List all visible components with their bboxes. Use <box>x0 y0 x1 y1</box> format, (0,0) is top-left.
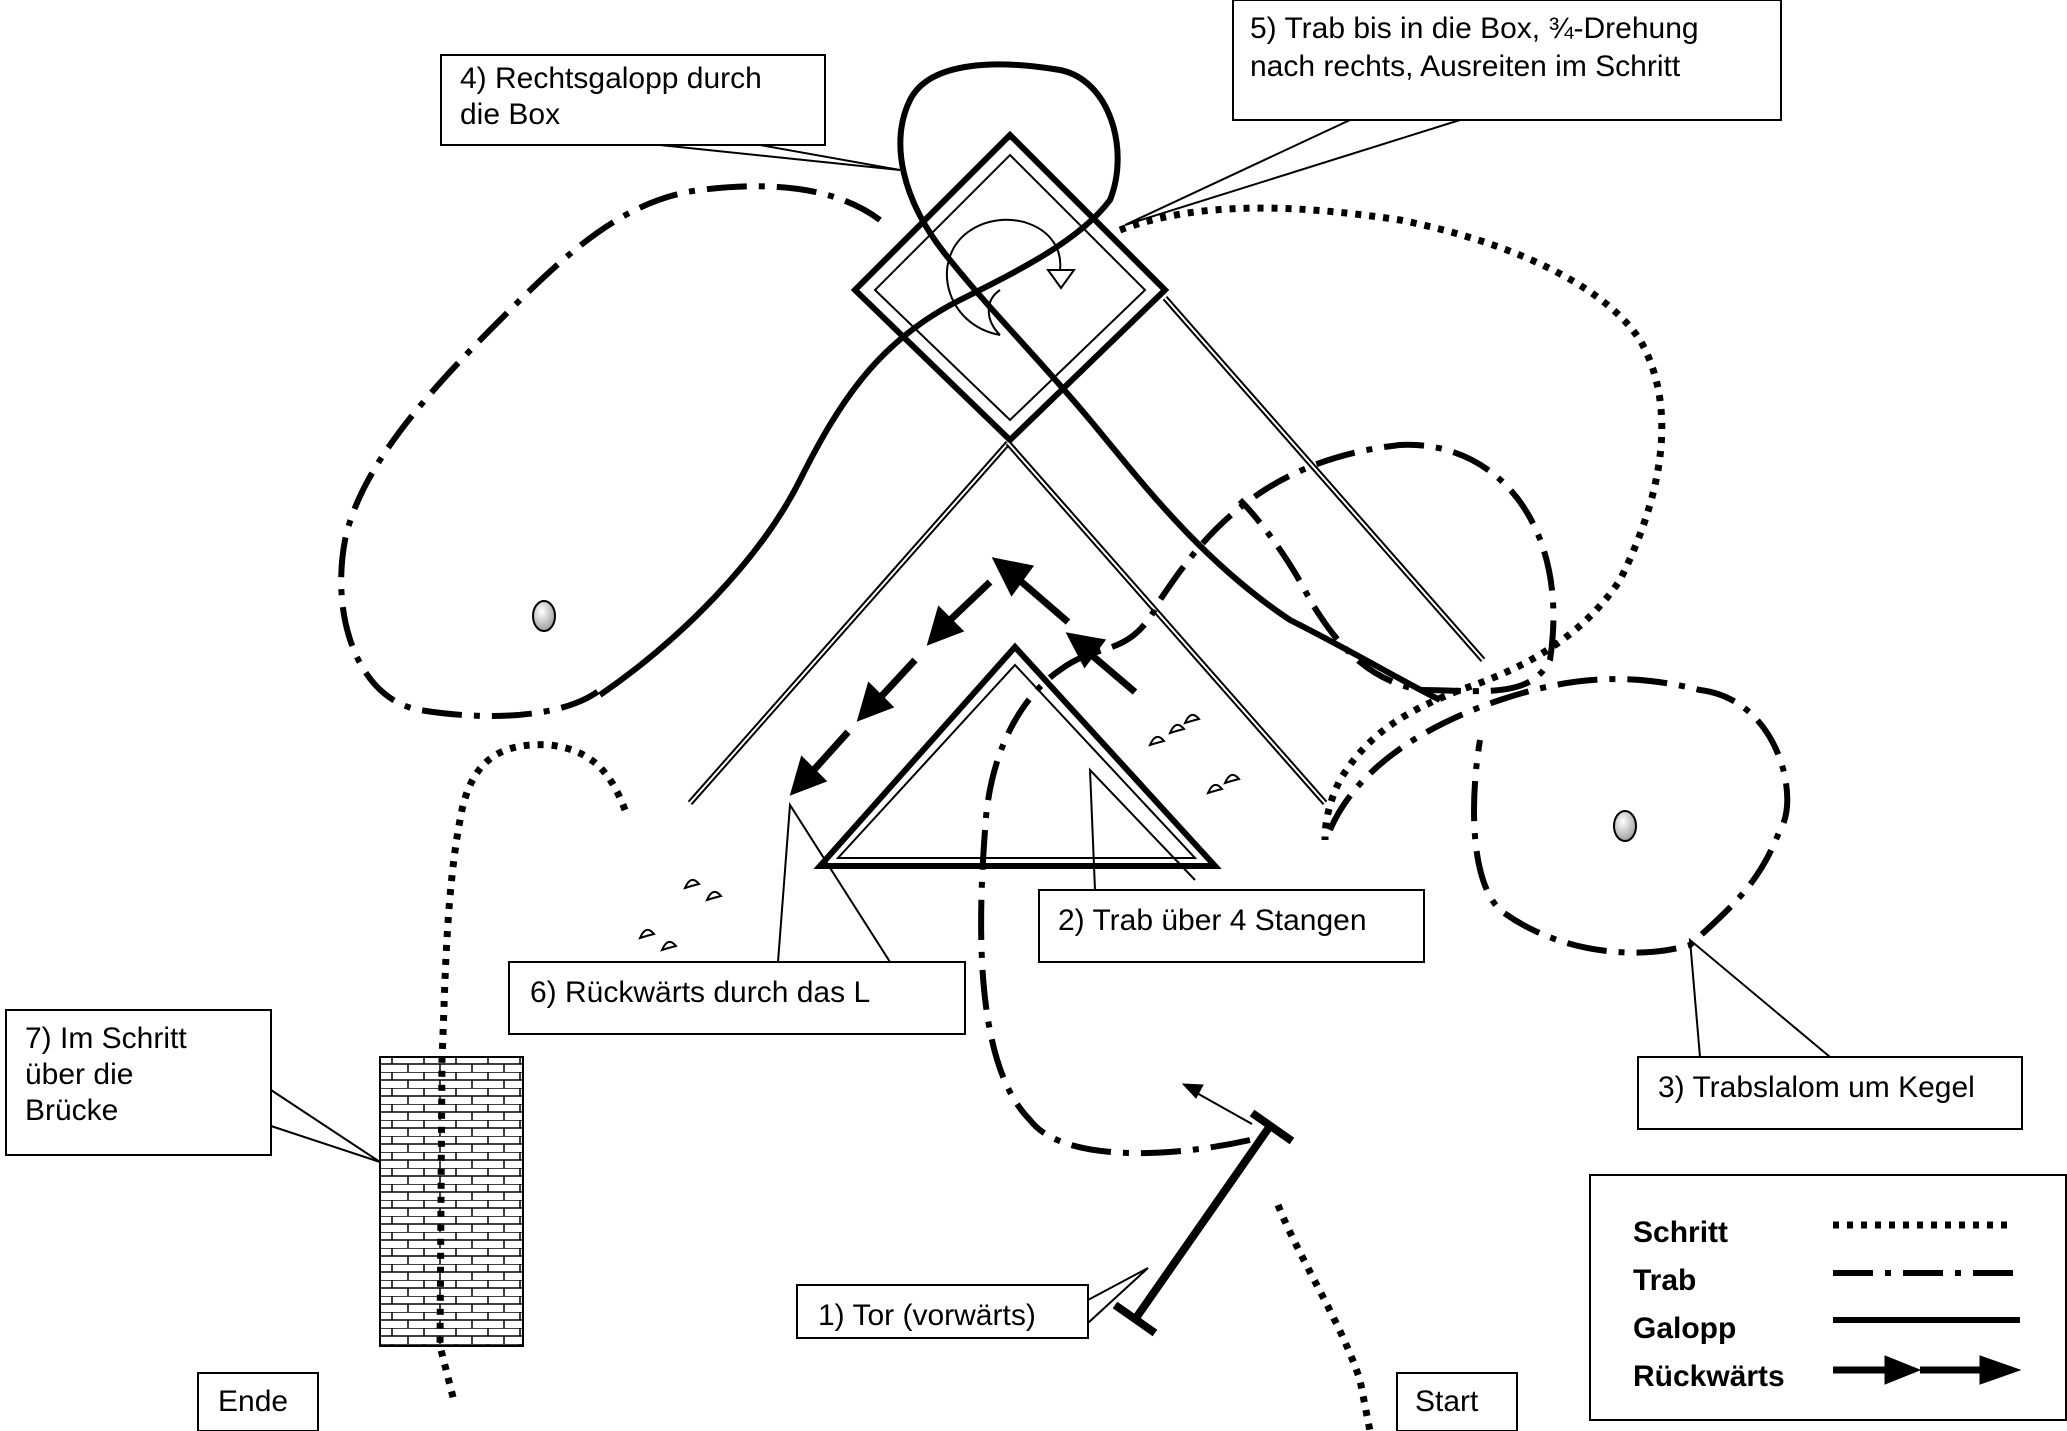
cone-left <box>532 600 556 632</box>
callout-bruecke-line1: 7) Im Schritt <box>25 1022 187 1055</box>
callout-box-trab-line2: nach rechts, Ausreiten im Schritt <box>1250 50 1681 83</box>
walk-path-box-exit <box>1118 204 1666 841</box>
legend-label-trab: Trab <box>1633 1264 1696 1297</box>
svg-text:Start: Start <box>1415 1385 1479 1418</box>
cone-right <box>1613 810 1637 842</box>
trot-path-left-loop <box>338 183 882 719</box>
legend: Schritt Trab Galopp Rückwärts <box>1589 1174 2067 1421</box>
box-exit-rail <box>1162 296 1486 662</box>
end-label: Ende <box>197 1372 319 1431</box>
trot-path-cone <box>1327 676 1791 956</box>
callout-stangen-text: 2) Trab über 4 Stangen <box>1058 904 1367 937</box>
poles-triangle <box>813 642 1222 869</box>
box-obstacle <box>850 130 1170 445</box>
backward-path <box>789 557 1138 796</box>
walk-path-start <box>1274 1203 1374 1431</box>
callout-bruecke-line3: Brücke <box>25 1094 118 1127</box>
bridge <box>379 1056 524 1347</box>
callout-bruecke: 7) Im Schritt über die Brücke <box>5 1009 381 1163</box>
callout-slalom: 3) Trabslalom um Kegel <box>1637 937 2023 1130</box>
svg-text:Ende: Ende <box>218 1385 288 1418</box>
callout-l: 6) Rückwärts durch das L <box>508 801 966 1035</box>
canter-path <box>598 61 1442 703</box>
start-label: Start <box>1396 1372 1518 1431</box>
hoofprint-icons <box>638 713 1241 952</box>
callout-box-galopp-line1: 4) Rechtsgalopp durch <box>460 62 762 95</box>
callout-box-galopp: 4) Rechtsgalopp durch die Box <box>440 54 901 171</box>
callout-box-trab: 5) Trab bis in die Box, ¾-Drehung nach r… <box>1124 0 1782 226</box>
callout-stangen: 2) Trab über 4 Stangen <box>1038 767 1425 963</box>
callout-tor-text: 1) Tor (vorwärts) <box>818 1299 1036 1332</box>
callout-l-text: 6) Rückwärts durch das L <box>530 976 870 1009</box>
callout-box-trab-line1: 5) Trab bis in die Box, ¾-Drehung <box>1250 12 1699 45</box>
gate-direction-arrow <box>1181 1083 1253 1125</box>
gate <box>1112 1109 1295 1337</box>
rotation-arrow-icon <box>945 218 1076 336</box>
legend-label-schritt: Schritt <box>1633 1216 1728 1249</box>
walk-path-bridge <box>436 741 629 1406</box>
trot-path-slalom <box>978 441 1557 1157</box>
callout-box-galopp-line2: die Box <box>460 98 560 131</box>
l-obstacle <box>687 441 1328 805</box>
legend-label-galopp: Galopp <box>1633 1312 1736 1345</box>
legend-swatch-rueckwaerts <box>1833 1355 2022 1385</box>
legend-label-rueckwaerts: Rückwärts <box>1633 1360 1785 1393</box>
callout-tor: 1) Tor (vorwärts) <box>796 1267 1149 1339</box>
callout-slalom-text: 3) Trabslalom um Kegel <box>1658 1071 1975 1104</box>
callout-bruecke-line2: über die <box>25 1058 133 1091</box>
